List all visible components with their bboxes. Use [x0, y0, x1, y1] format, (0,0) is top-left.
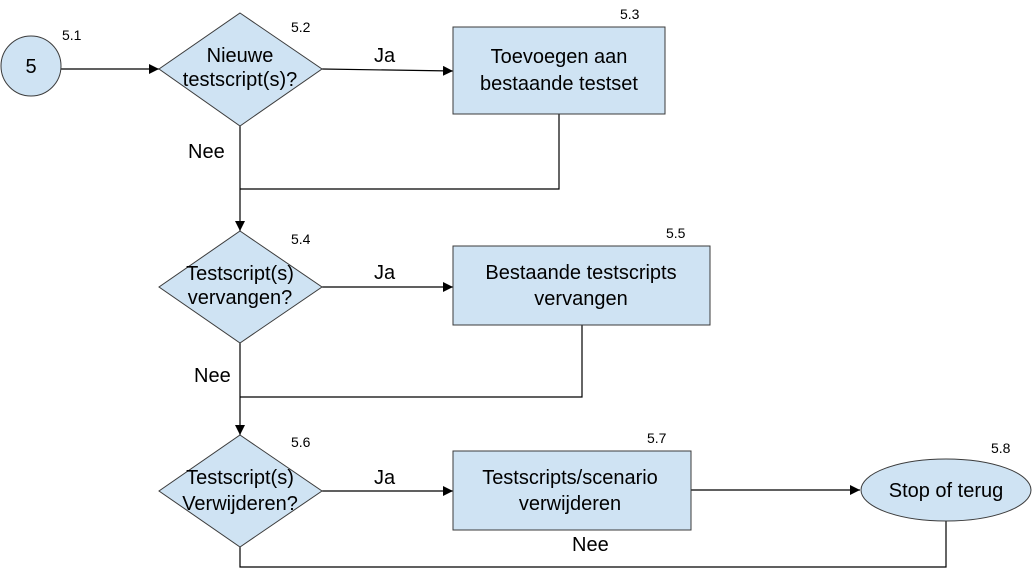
- process-id: 5.7: [647, 430, 667, 446]
- decision-label-line-1: Testscript(s): [186, 467, 294, 489]
- start-label: 5: [25, 56, 36, 78]
- process-delete-testscripts: Testscripts/scenario verwijderen 5.7: [452, 430, 692, 531]
- edge-label-replace-yes: Ja: [374, 262, 396, 284]
- decision-id: 5.6: [291, 434, 311, 450]
- process-label-line-1: Bestaande testscripts: [485, 262, 676, 284]
- decision-diamond: [158, 230, 323, 344]
- process-label-line-2: vervangen: [534, 288, 627, 310]
- start-node: 5 5.1: [0, 27, 82, 97]
- process-add-to-testset: Toevoegen aan bestaande testset 5.3: [452, 6, 666, 115]
- process-label-line-2: bestaande testset: [480, 73, 638, 95]
- start-circle: [0, 35, 62, 97]
- decision-label-line-1: Testscript(s): [186, 263, 294, 285]
- edge-label-new-yes: Ja: [374, 45, 396, 67]
- edge-q-new-yes: [321, 65, 454, 76]
- edge-label-replace-no: Nee: [194, 365, 231, 387]
- decision-delete-testscripts: Testscript(s) Verwijderen? 5.6: [158, 434, 323, 548]
- end-node: Stop of terug 5.8: [860, 440, 1032, 522]
- end-ellipse: [860, 458, 1032, 522]
- edge-label-delete-no: Nee: [572, 534, 609, 556]
- process-replace-testscripts: Bestaande testscripts vervangen 5.5: [452, 225, 711, 326]
- edge-label-new-no: Nee: [188, 141, 225, 163]
- decision-diamond: [158, 434, 323, 548]
- process-id: 5.3: [620, 6, 640, 22]
- end-id: 5.8: [991, 440, 1011, 456]
- decision-label-line-2: testscript(s)?: [183, 69, 297, 91]
- process-label-line-1: Toevoegen aan: [491, 46, 628, 68]
- end-label: Stop of terug: [889, 480, 1004, 502]
- process-label-line-1: Testscripts/scenario: [482, 467, 658, 489]
- decision-label-line-2: vervangen?: [188, 287, 293, 309]
- edge-labels: Ja Nee Ja Nee Ja Nee: [188, 45, 609, 556]
- process-box: [452, 26, 666, 115]
- decision-replace-testscripts: Testscript(s) vervangen? 5.4: [158, 230, 323, 344]
- process-label-line-2: verwijderen: [519, 493, 621, 515]
- edge-q-delete-no: [239, 521, 947, 568]
- decision-new-testscripts: Nieuwe testscript(s)? 5.2: [158, 12, 323, 127]
- process-id: 5.5: [666, 225, 686, 241]
- process-box: [452, 245, 711, 326]
- start-id: 5.1: [62, 27, 82, 43]
- edge-replace-return: [240, 325, 583, 398]
- process-box: [452, 450, 692, 531]
- decision-label-line-2: Verwijderen?: [182, 493, 298, 515]
- connectors: [61, 64, 947, 568]
- decision-label-line-1: Nieuwe: [207, 45, 274, 67]
- decision-id: 5.4: [291, 231, 311, 247]
- edge-label-delete-yes: Ja: [374, 467, 396, 489]
- decision-id: 5.2: [291, 19, 311, 35]
- edge-add-return: [240, 114, 560, 190]
- decision-diamond: [158, 12, 323, 127]
